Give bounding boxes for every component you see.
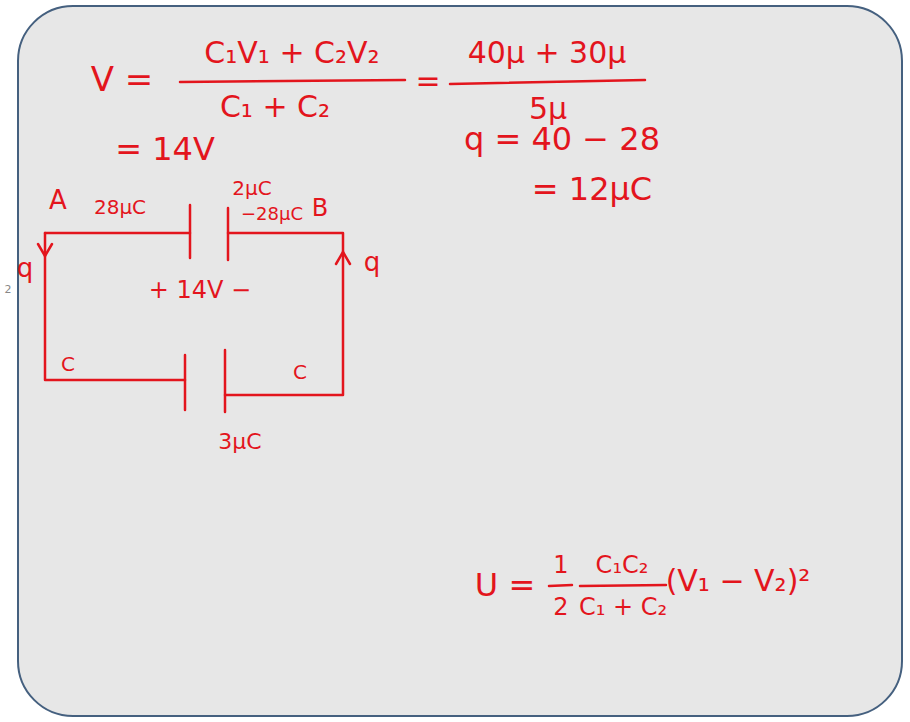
fraction-denominator: C₁ + C₂ (579, 594, 667, 620)
node-label: B (312, 195, 328, 221)
node-label: A (49, 186, 67, 215)
formula-text: V = (91, 61, 154, 98)
formula-text: (V₁ − V₂)² (666, 564, 811, 597)
formula-text: U = (475, 568, 535, 603)
node-label: C (293, 361, 307, 383)
margin-number: 2 (5, 284, 12, 296)
result-text: = 14V (115, 132, 215, 167)
fraction-numerator: C₁V₁ + C₂V₂ (204, 36, 379, 69)
charge-label: −28μC (241, 204, 303, 224)
equals-sign: = (415, 64, 440, 97)
circuit-wire (225, 233, 343, 395)
circuit-wire (45, 233, 185, 380)
circuit-wire (45, 232, 190, 235)
fraction-bar (180, 80, 405, 82)
fraction-bar (450, 80, 645, 84)
fraction-numerator: 40μ + 30μ (468, 36, 627, 69)
fraction-numerator: C₁C₂ (596, 552, 649, 578)
current-arrow (38, 244, 52, 256)
charge-label: 28μC (94, 196, 146, 218)
fraction-bar (549, 585, 572, 586)
capacitor-plate (184, 355, 187, 410)
fraction-denominator: C₁ + C₂ (220, 90, 330, 123)
capacitance-label: 3μC (218, 430, 261, 454)
charge-label: q (17, 254, 34, 283)
capacitance-label: 2μC (232, 177, 271, 199)
current-arrow (336, 252, 350, 264)
board-panel (18, 6, 902, 716)
capacitor-plate (189, 205, 192, 258)
fraction-bar (580, 585, 666, 586)
result-text: q = 40 − 28 (464, 122, 660, 157)
charge-label: q (364, 248, 381, 277)
fraction-denominator: 2 (553, 594, 568, 620)
voltage-label: + 14V − (149, 277, 251, 303)
result-text: = 12μC (532, 172, 652, 207)
fraction-denominator: 5μ (529, 92, 567, 125)
fraction-numerator: 1 (553, 552, 568, 578)
capacitor-plate (224, 350, 227, 412)
node-label: C (61, 353, 75, 375)
